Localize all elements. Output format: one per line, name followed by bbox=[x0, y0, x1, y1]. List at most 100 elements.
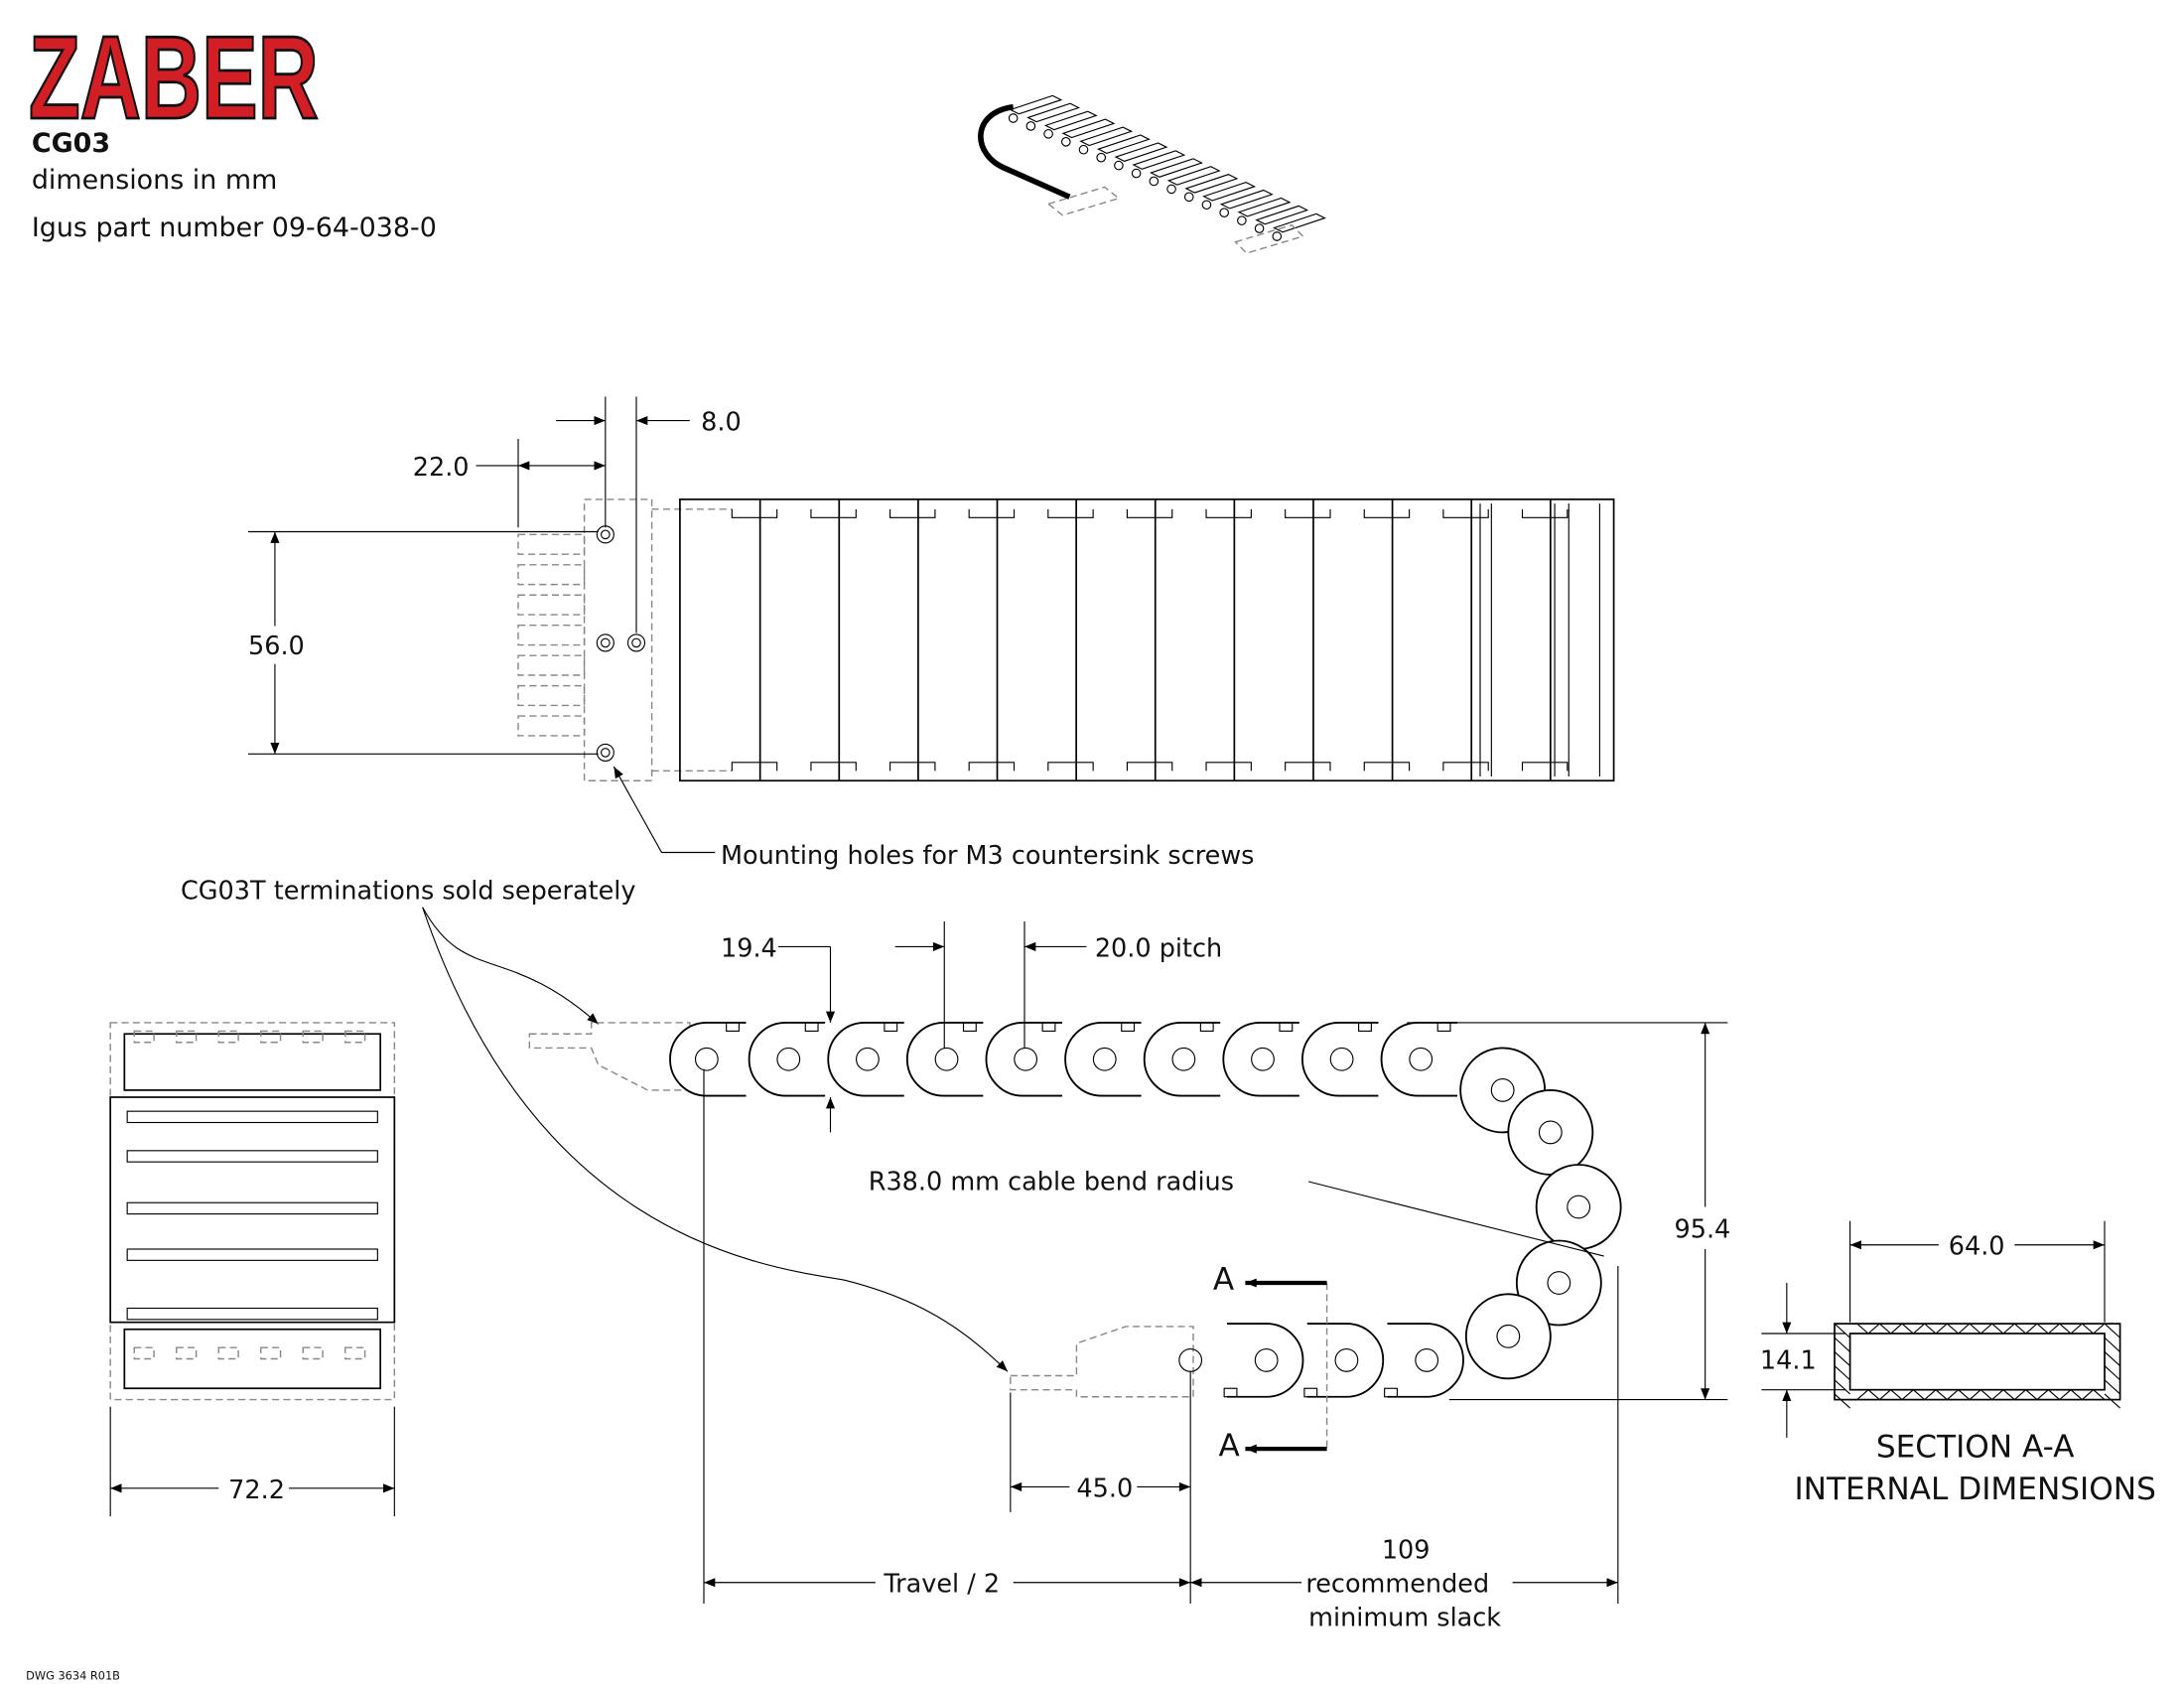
iso-termination bbox=[1234, 223, 1304, 254]
link-stop bbox=[884, 1022, 898, 1032]
iso-pivot bbox=[1237, 215, 1247, 225]
iso-pivot bbox=[1114, 160, 1124, 171]
link-stop bbox=[804, 1022, 819, 1032]
link-pivot bbox=[1409, 1047, 1433, 1071]
section-hatch bbox=[1946, 1323, 1971, 1401]
link-stop bbox=[1041, 1022, 1056, 1032]
iso-pivot bbox=[1008, 113, 1019, 123]
link-tab bbox=[810, 508, 857, 518]
iso-link bbox=[1079, 126, 1134, 147]
front-tab bbox=[217, 1346, 239, 1360]
chain-link bbox=[669, 1021, 747, 1097]
chain-link bbox=[1222, 1021, 1299, 1097]
iso-link bbox=[1009, 94, 1063, 115]
link-tab bbox=[1285, 762, 1331, 772]
chain-link bbox=[1143, 1021, 1221, 1097]
front-tab bbox=[217, 1030, 239, 1044]
link-pivot bbox=[1254, 1348, 1279, 1372]
termination-tooth bbox=[517, 564, 586, 586]
dim-slack-value: 109 bbox=[1382, 1536, 1431, 1566]
link-tab bbox=[1047, 762, 1094, 772]
front-view: 72.2 bbox=[109, 1022, 396, 1517]
dim-termination: 22.0 bbox=[413, 453, 470, 483]
section-a-a: 64.0 14.1 SECTION A-A INTERNAL DIMENSION… bbox=[1760, 1220, 2156, 1507]
link-tab bbox=[1126, 508, 1173, 518]
link-pivot bbox=[1329, 1047, 1354, 1071]
iso-pivot bbox=[1183, 192, 1194, 203]
iso-pivot bbox=[1166, 184, 1176, 195]
section-hatch bbox=[1834, 1323, 2120, 1338]
model-name: CG03 bbox=[32, 128, 110, 159]
section-hatch bbox=[1901, 1323, 1926, 1401]
section-marker-top: A bbox=[1213, 1262, 1235, 1298]
termination-tooth bbox=[517, 654, 586, 676]
section-hatch bbox=[1856, 1323, 1880, 1401]
chain-link bbox=[1064, 1021, 1142, 1097]
link-tab bbox=[1521, 508, 1569, 518]
iso-pivot bbox=[1254, 223, 1265, 233]
link-stop bbox=[1199, 1022, 1214, 1032]
link-tab bbox=[810, 762, 857, 772]
termination-tooth bbox=[517, 533, 586, 555]
link-tab bbox=[731, 762, 778, 772]
section-hatch bbox=[1969, 1323, 1993, 1401]
dim-width-72: 72.2 bbox=[228, 1476, 285, 1505]
section-hatch bbox=[1834, 1379, 2120, 1395]
top-view: 8.0 22.0 56.0 Mounting holes for M3 coun… bbox=[248, 396, 1615, 871]
isometric-chain-thumbnail bbox=[978, 94, 1326, 254]
iso-pivot bbox=[1272, 231, 1283, 241]
iso-pivot bbox=[1025, 121, 1036, 131]
dim-link-height: 19.4 bbox=[721, 933, 777, 963]
link-pivot bbox=[1547, 1271, 1571, 1295]
section-hatch bbox=[2013, 1323, 2038, 1401]
dim-slack-line1: recommended bbox=[1305, 1570, 1489, 1600]
link-stop bbox=[1303, 1387, 1318, 1398]
front-tab bbox=[302, 1030, 324, 1044]
iso-bend bbox=[978, 103, 1071, 200]
link-stop bbox=[1279, 1022, 1294, 1032]
section-subtitle: INTERNAL DIMENSIONS bbox=[1794, 1472, 2155, 1507]
chain-link bbox=[985, 1021, 1062, 1097]
iso-link bbox=[1150, 158, 1203, 178]
link-stop bbox=[1121, 1022, 1136, 1032]
section-hatch bbox=[2081, 1323, 2106, 1401]
section-hatch bbox=[2036, 1323, 2061, 1401]
link-tab bbox=[1126, 762, 1173, 772]
iso-link bbox=[1043, 110, 1098, 131]
chain-link bbox=[1301, 1021, 1379, 1097]
link-pivot bbox=[694, 1047, 719, 1071]
front-tab bbox=[302, 1346, 324, 1360]
link-pivot bbox=[856, 1047, 880, 1071]
link-tab bbox=[1442, 762, 1489, 772]
link-tab bbox=[1285, 508, 1331, 518]
chain-link bbox=[1387, 1323, 1464, 1398]
front-tab bbox=[344, 1030, 366, 1044]
chain-link bbox=[906, 1021, 984, 1097]
iso-pivot bbox=[1131, 168, 1142, 179]
front-tab bbox=[344, 1346, 366, 1360]
units-note: dimensions in mm bbox=[32, 165, 277, 196]
section-marker-bottom: A bbox=[1218, 1428, 1240, 1464]
front-tab bbox=[260, 1346, 282, 1360]
drawing-number: DWG 3634 R01B bbox=[26, 1669, 120, 1683]
link-tab bbox=[889, 762, 936, 772]
chain-link bbox=[1464, 1293, 1552, 1380]
section-hatch bbox=[1834, 1393, 2120, 1409]
iso-link bbox=[1026, 102, 1081, 123]
link-tab bbox=[1363, 762, 1411, 772]
dim-slack-line2: minimum slack bbox=[1308, 1604, 1501, 1633]
link-stop bbox=[962, 1022, 977, 1032]
link-tab bbox=[1442, 508, 1489, 518]
iso-link bbox=[1237, 197, 1292, 217]
front-slot bbox=[126, 1150, 378, 1163]
chain-link bbox=[1507, 1088, 1594, 1176]
link-pivot bbox=[1171, 1047, 1196, 1071]
front-tab bbox=[133, 1030, 155, 1044]
chain-link bbox=[1227, 1323, 1304, 1398]
dim-hole-offset: 8.0 bbox=[701, 408, 742, 438]
iso-link bbox=[1272, 212, 1326, 233]
link-tab bbox=[731, 508, 778, 518]
iso-link bbox=[1061, 118, 1116, 139]
iso-pivot bbox=[1201, 200, 1212, 211]
link-tab bbox=[1047, 508, 1094, 518]
